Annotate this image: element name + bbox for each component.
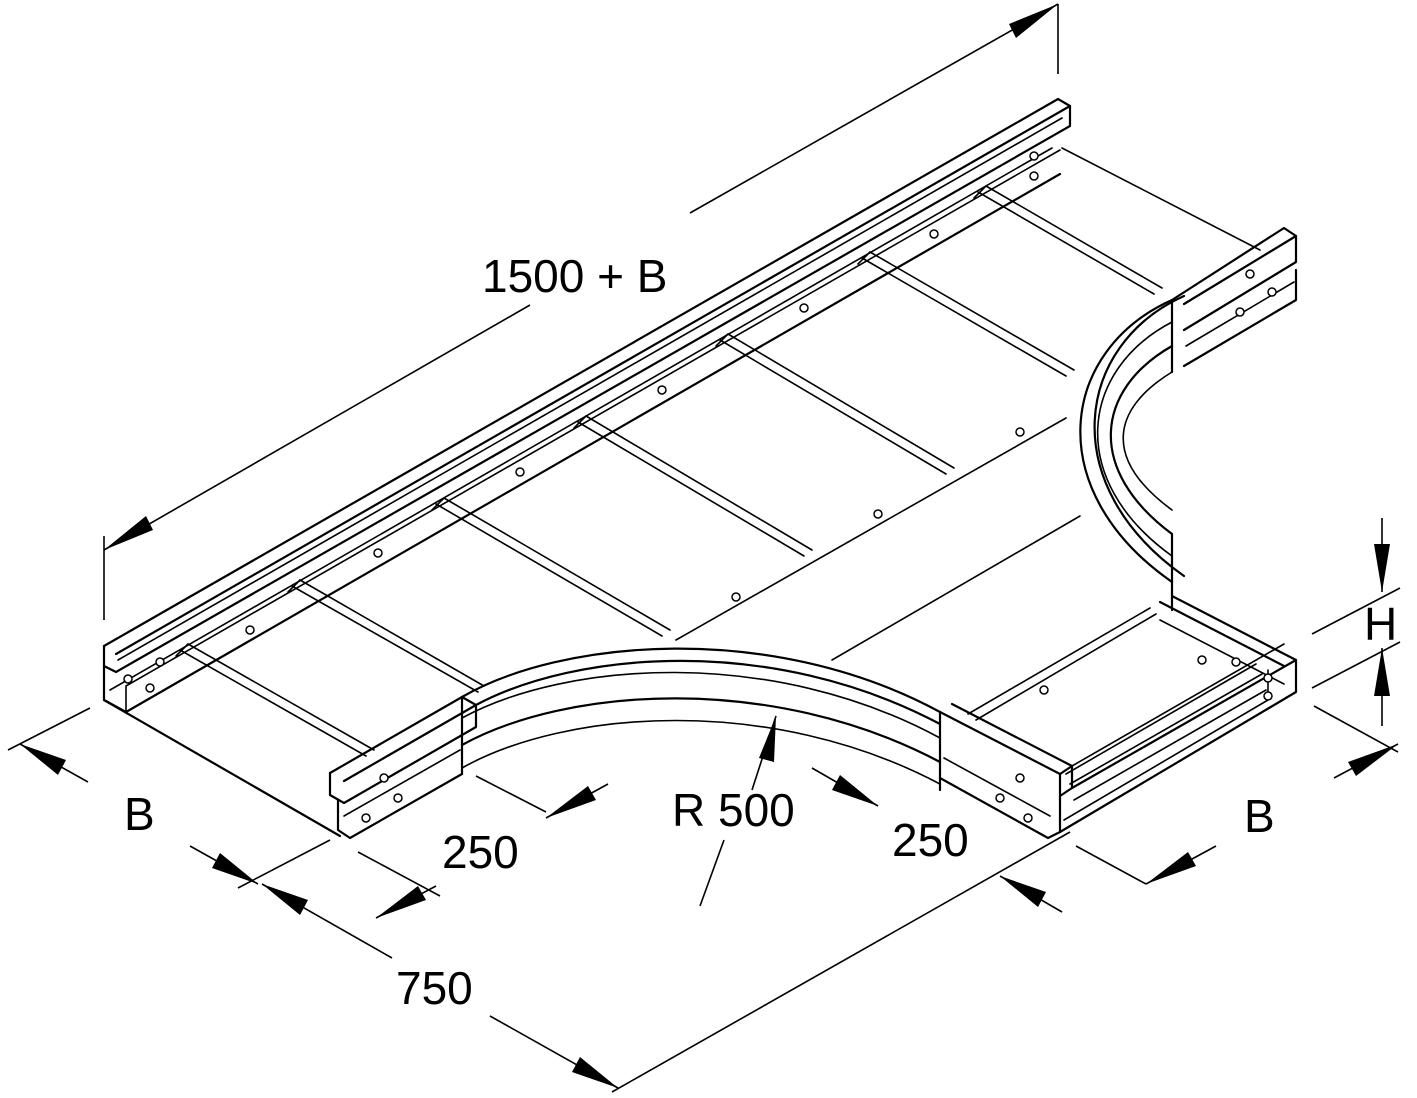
- front-curved-rail: [460, 647, 942, 792]
- dimension-width-right: [1075, 705, 1399, 885]
- right-bottom-rail: [1058, 594, 1298, 834]
- back-side-rail: [102, 97, 1072, 714]
- rung: [287, 579, 485, 693]
- rung: [1065, 663, 1263, 785]
- label-offset-right: 250: [892, 814, 969, 866]
- dimension-offset-left: [357, 775, 609, 919]
- tray-floor-lines: [675, 147, 1269, 821]
- rung: [573, 415, 813, 557]
- label-height: H: [1364, 598, 1397, 650]
- label-width-right: B: [1244, 790, 1275, 842]
- right-curved-rail: [1079, 294, 1186, 612]
- dimension-width-left: [7, 707, 331, 889]
- dimension-height: [1311, 518, 1401, 726]
- rung: [967, 607, 1157, 721]
- dimension-offset-right: [811, 767, 1063, 913]
- rungs-main: [175, 185, 1163, 757]
- label-depth: 750: [396, 962, 473, 1014]
- dimension-radius: [699, 715, 777, 907]
- label-offset-left: 250: [442, 826, 519, 878]
- front-right-rail: [938, 702, 1074, 840]
- label-length: 1500 + B: [482, 250, 667, 302]
- rungs-branch: [967, 607, 1263, 785]
- front-left-rail: [102, 695, 478, 840]
- dimension-labels: 1500 + B B 250 R 500 250 B 750 H: [124, 250, 1397, 1014]
- dimension-depth: [261, 831, 1071, 1093]
- label-radius: R 500: [672, 784, 795, 836]
- label-width-left: B: [124, 788, 155, 840]
- rung: [973, 185, 1163, 295]
- dimension-length: [103, 3, 1059, 620]
- rung: [431, 497, 671, 637]
- right-top-rail: [1170, 226, 1298, 368]
- rung: [857, 251, 1075, 377]
- rung: [715, 333, 955, 475]
- mounting-holes: [123, 151, 1277, 823]
- rung: [175, 643, 375, 757]
